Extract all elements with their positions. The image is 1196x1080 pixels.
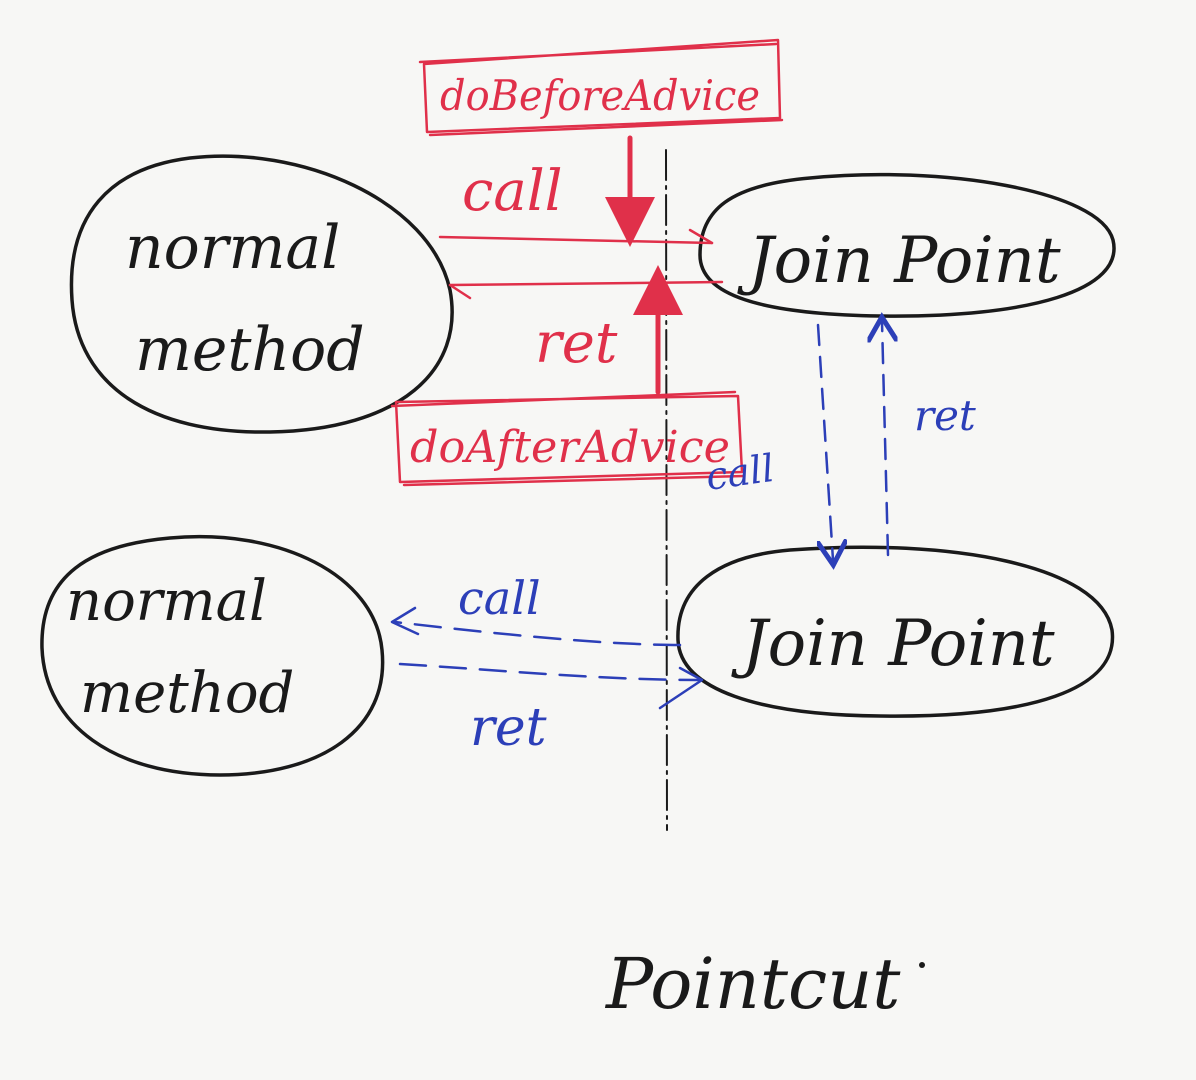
top-ret-arrow: ret xyxy=(448,265,724,395)
normal-method-top-line1: normal xyxy=(125,213,340,283)
normal-method-top-node: normal method xyxy=(69,154,454,434)
join-point-top-label: Join Point xyxy=(737,224,1061,298)
top-call-label: call xyxy=(462,159,563,224)
normal-method-bottom-line2: method xyxy=(80,661,294,726)
join-point-bottom-label: Join Point xyxy=(731,607,1055,681)
after-advice-label: doAfterAdvice xyxy=(410,422,730,473)
bottom-call-label: call xyxy=(458,571,541,625)
vertical-call-arrow: call xyxy=(703,323,833,560)
join-point-bottom-node: Join Point xyxy=(676,545,1115,718)
bottom-ret-arrow: ret xyxy=(398,662,704,758)
vertical-call-label: call xyxy=(703,446,777,499)
normal-method-top-ellipse xyxy=(69,154,454,434)
vertical-ret-arrow: ret xyxy=(882,322,976,557)
normal-method-top-line2: method xyxy=(135,315,365,385)
bottom-ret-label: ret xyxy=(470,698,547,758)
top-ret-label: ret xyxy=(535,311,618,376)
before-advice-label: doBeforeAdvice xyxy=(440,71,760,120)
pointcut-line xyxy=(665,149,668,831)
bottom-call-arrow: call xyxy=(390,571,682,647)
pointcut-dot xyxy=(919,962,925,968)
normal-method-bottom-ellipse xyxy=(40,534,385,777)
after-advice-box: doAfterAdvice xyxy=(390,390,746,487)
join-point-top-node: Join Point xyxy=(698,172,1116,318)
pointcut-label: Pointcut xyxy=(604,943,901,1025)
before-advice-box: doBeforeAdvice xyxy=(418,38,784,137)
vertical-ret-label: ret xyxy=(914,391,976,440)
top-call-arrow: call xyxy=(438,135,714,247)
join-point-bottom-ellipse xyxy=(676,545,1115,718)
normal-method-bottom-line1: normal xyxy=(66,569,267,634)
normal-method-bottom-node: normal method xyxy=(40,534,385,777)
